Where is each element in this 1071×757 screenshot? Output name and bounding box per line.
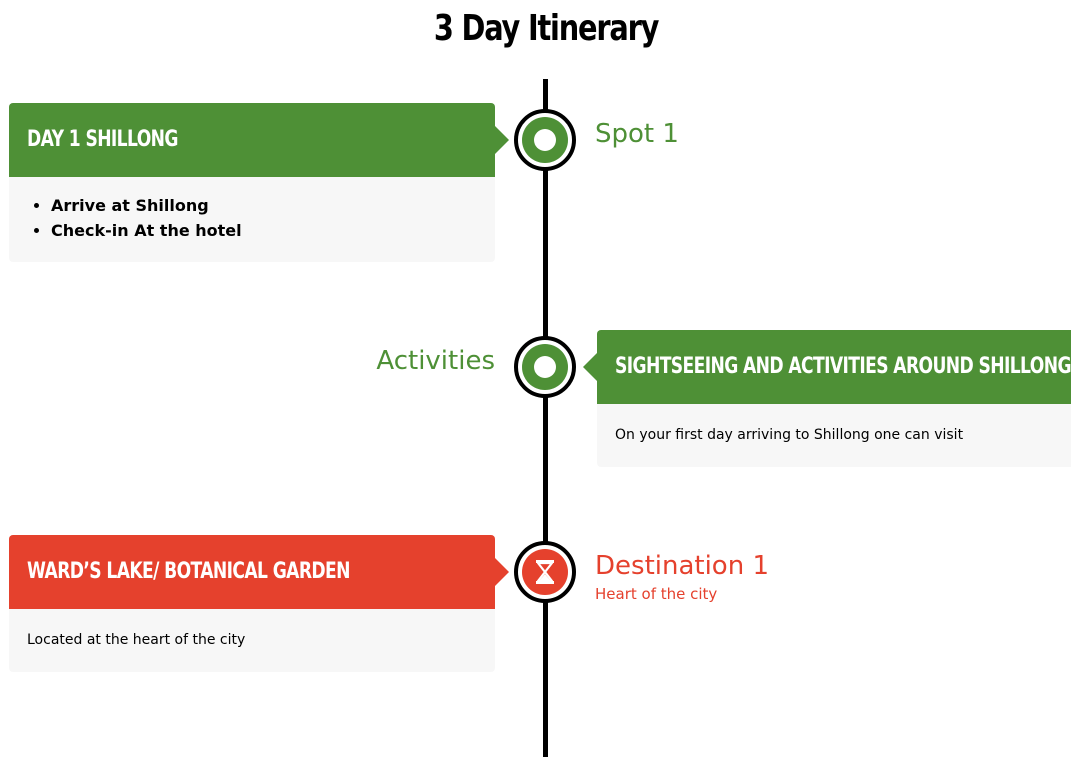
card-body: Arrive at Shillong Check-in At the hotel bbox=[9, 177, 495, 259]
circle-dot-icon bbox=[522, 344, 568, 390]
card-body: Located at the heart of the city bbox=[27, 632, 246, 648]
timeline-marker-spot-1 bbox=[514, 109, 576, 171]
hourglass-icon bbox=[522, 549, 568, 595]
timeline-card-day-1: DAY 1 SHILLONG Arrive at Shillong Check-… bbox=[9, 103, 509, 262]
card-list: Arrive at Shillong Check-in At the hotel bbox=[27, 193, 477, 243]
circle-dot-icon bbox=[522, 117, 568, 163]
timeline-card-wards-lake: WARD’S LAKE/ BOTANICAL GARDEN Located at… bbox=[9, 535, 509, 672]
timeline-label-activities: Activities bbox=[376, 346, 495, 376]
timeline-marker-activities bbox=[514, 336, 576, 398]
timeline-label-destination-1: Destination 1 bbox=[595, 551, 770, 581]
page-title: 3 Day Itinerary bbox=[433, 8, 660, 49]
card-title: DAY 1 SHILLONG bbox=[27, 127, 178, 152]
card-body: On your first day arriving to Shillong o… bbox=[615, 427, 964, 443]
card-pointer bbox=[495, 126, 509, 154]
card-title: SIGHTSEEING AND ACTIVITIES AROUND SHILLO… bbox=[615, 354, 1071, 379]
timeline-label-spot-1: Spot 1 bbox=[595, 119, 679, 149]
timeline-card-activities: SIGHTSEEING AND ACTIVITIES AROUND SHILLO… bbox=[583, 330, 1071, 467]
timeline-sublabel-destination-1: Heart of the city bbox=[595, 585, 718, 603]
timeline-marker-destination-1 bbox=[514, 541, 576, 603]
card-header: SIGHTSEEING AND ACTIVITIES AROUND SHILLO… bbox=[583, 330, 1071, 404]
list-item: Check-in At the hotel bbox=[51, 218, 477, 243]
card-title: WARD’S LAKE/ BOTANICAL GARDEN bbox=[27, 559, 351, 584]
list-item: Arrive at Shillong bbox=[51, 193, 477, 218]
card-pointer bbox=[583, 353, 597, 381]
card-pointer bbox=[495, 558, 509, 586]
card-header: WARD’S LAKE/ BOTANICAL GARDEN bbox=[9, 535, 509, 609]
timeline-line bbox=[543, 79, 548, 757]
card-header: DAY 1 SHILLONG bbox=[9, 103, 509, 177]
